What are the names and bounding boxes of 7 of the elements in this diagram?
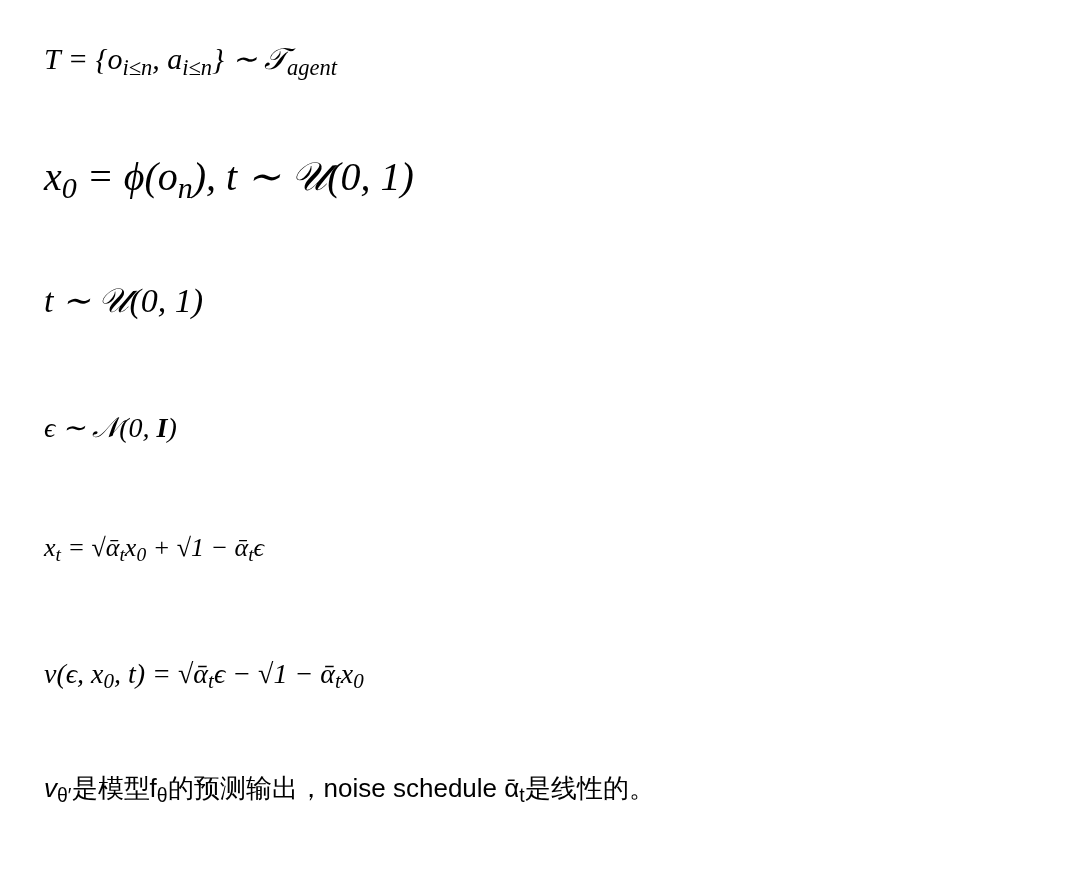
formula-text: v(ϵ, x$_{0}$, t) = √ᾱ$_{t}$ϵ − √1 − ᾱ$_{t}$x$_{0}$: [44, 657, 364, 691]
formula-text: x$_{t}$ = √ᾱ$_{t}$x$_{0}$ + √1 − ᾱ$_{t}$ϵ: [44, 532, 265, 565]
formula-text: T = {o$_{i≤n}$, a$_{i≤n}$} ∼ 𝒯$_{agent}$: [44, 41, 338, 78]
formula-text: ϵ ∼ 𝒩(0, I): [44, 411, 177, 445]
formula-text: t ∼ 𝒰(0, 1): [44, 281, 204, 321]
formula-text: x$_{0}$ = ϕ(o$_{n}$), t ∼ 𝒰(0, 1): [44, 153, 414, 202]
note-text: v$_{θ′}$是模型f$_{θ}$的预测输出，noise schedule ᾱ$_{t}$是线性的。: [44, 772, 655, 805]
